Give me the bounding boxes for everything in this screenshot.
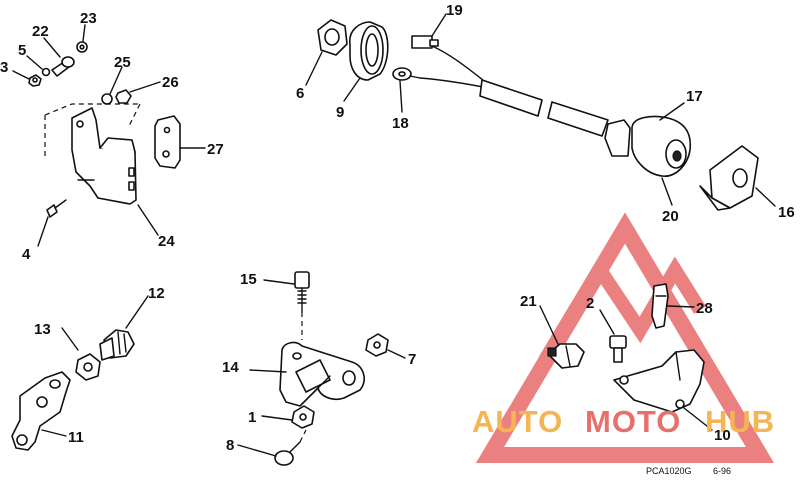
callout-labels: 3 5 22 23 25 26 27 24 4 6 9 19 18 17 20 … <box>0 2 795 454</box>
stop-bracket <box>539 283 713 431</box>
callout-8: 8 <box>226 437 234 454</box>
callout-2: 2 <box>586 295 594 312</box>
callout-28: 28 <box>696 300 713 317</box>
callout-4: 4 <box>22 246 31 263</box>
callout-22: 22 <box>32 23 49 40</box>
callout-7: 7 <box>408 351 416 368</box>
figure-date: 6-96 <box>713 466 731 476</box>
callout-23: 23 <box>80 10 97 27</box>
nut-and-boot <box>305 19 389 102</box>
callout-27: 27 <box>207 141 224 158</box>
callout-5: 5 <box>18 42 26 59</box>
watermark-text: AUTO MOTO HUB <box>472 404 775 439</box>
callout-26: 26 <box>162 74 179 91</box>
switch-harness <box>392 13 776 211</box>
callout-10: 10 <box>714 427 731 444</box>
callout-19: 19 <box>446 2 463 19</box>
callout-21: 21 <box>520 293 537 310</box>
callout-25: 25 <box>114 54 131 71</box>
callout-13: 13 <box>34 321 51 338</box>
callout-11: 11 <box>68 429 84 446</box>
callout-16: 16 <box>778 204 795 221</box>
watermark-text-hub: HUB <box>705 404 775 439</box>
callout-14: 14 <box>222 359 239 376</box>
watermark-text-auto: AUTO <box>472 404 563 439</box>
callout-17: 17 <box>686 88 703 105</box>
callout-15: 15 <box>240 271 257 288</box>
callout-12: 12 <box>148 285 165 302</box>
throttle-link <box>11 295 149 451</box>
callout-6: 6 <box>296 85 304 102</box>
callout-24: 24 <box>158 233 175 250</box>
watermark-text-moto: MOTO <box>585 404 681 439</box>
callout-3: 3 <box>0 59 8 76</box>
bracket-assembly-left <box>12 24 206 247</box>
callout-18: 18 <box>392 115 409 132</box>
callout-1: 1 <box>248 409 256 426</box>
cam-bracket <box>237 271 406 466</box>
figure-code: PCA1020G <box>646 466 692 476</box>
callout-9: 9 <box>336 104 344 121</box>
callout-20: 20 <box>662 208 679 225</box>
